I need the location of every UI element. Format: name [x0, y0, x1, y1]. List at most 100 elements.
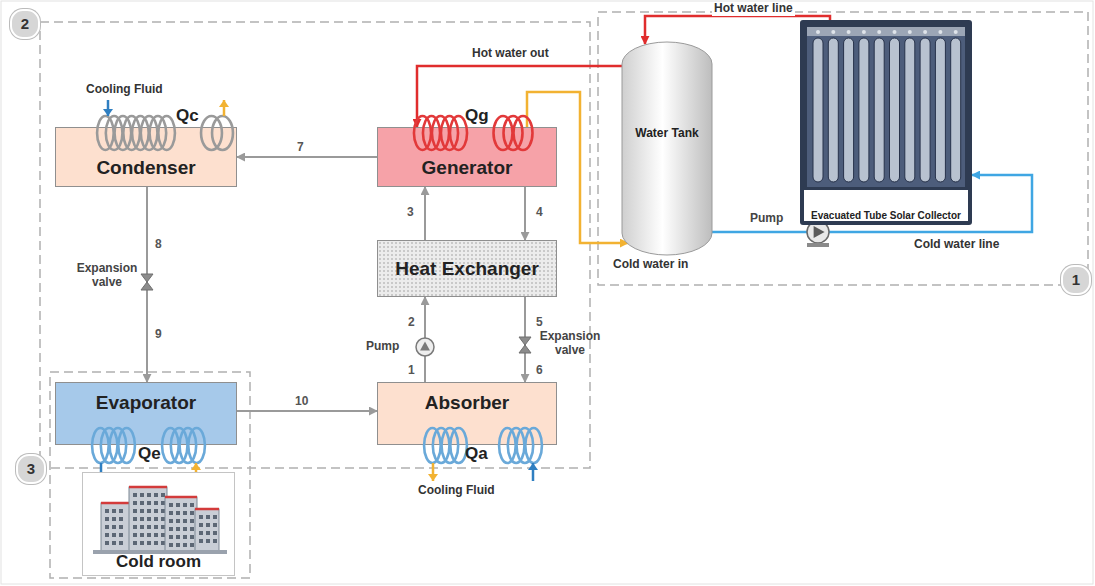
vacuum-tube — [874, 38, 884, 182]
window — [190, 503, 194, 507]
pump-triangle — [814, 226, 825, 238]
cold-room: Cold room — [82, 472, 235, 576]
window — [140, 525, 144, 529]
heat-exchanger-box: Heat Exchanger — [377, 240, 557, 297]
state-point-number: 6 — [536, 364, 543, 378]
pump-label: Pump — [366, 340, 399, 354]
node-illustration — [622, 42, 712, 255]
vacuum-tube — [859, 38, 869, 182]
region-number: 1 — [1061, 265, 1091, 295]
node-title: Absorber — [425, 392, 509, 414]
window — [147, 493, 151, 497]
coil-winding — [450, 428, 467, 463]
window — [105, 517, 109, 521]
tube-joint — [831, 30, 835, 34]
region-frame — [598, 12, 1088, 285]
state-point-number: 7 — [295, 141, 306, 155]
tube-joint — [938, 30, 942, 34]
window — [176, 543, 180, 547]
window — [190, 527, 194, 531]
window — [105, 509, 109, 513]
window — [169, 535, 173, 539]
valve-label: Expansion valve — [74, 262, 140, 290]
window — [206, 523, 210, 527]
window — [161, 525, 165, 529]
window — [154, 541, 158, 545]
node-title: Cold room — [116, 552, 201, 572]
window — [133, 541, 137, 545]
window — [119, 525, 123, 529]
window — [140, 493, 144, 497]
tube-joint — [954, 30, 958, 34]
fluid-arrowhead — [428, 474, 438, 481]
window — [161, 501, 165, 505]
window — [161, 509, 165, 513]
condenser-box: Condenser — [55, 127, 237, 187]
roof-line — [195, 508, 219, 511]
line-label: Cold water in — [611, 258, 690, 272]
flow-line — [237, 156, 377, 158]
window — [169, 511, 173, 515]
window — [133, 509, 137, 513]
coil-winding — [118, 428, 135, 463]
window — [206, 515, 210, 519]
water-tank: Water Tank — [622, 42, 712, 255]
node-title: Water Tank — [635, 126, 698, 140]
flow-line — [524, 187, 526, 240]
fluid-label: Cooling Fluid — [86, 83, 163, 97]
building-block — [195, 509, 219, 551]
flow-line — [424, 187, 426, 240]
node-title: Generator — [422, 157, 513, 179]
window — [176, 535, 180, 539]
line-label: Hot water out — [470, 47, 551, 61]
window — [176, 519, 180, 523]
vacuum-tube — [920, 38, 930, 182]
window — [183, 519, 187, 523]
window — [213, 531, 217, 535]
window — [169, 503, 173, 507]
fluid-arrowhead — [219, 100, 229, 107]
solar-collector: Evacuated Tube Solar Collector — [800, 20, 972, 225]
window — [147, 533, 151, 537]
window — [176, 527, 180, 531]
expansion-valve-symbol — [519, 337, 531, 353]
vacuum-tube — [844, 38, 854, 182]
node-title: Heat Exchanger — [395, 258, 539, 280]
heat-flow-label: Qc — [176, 106, 199, 126]
heat-flow-label: Qg — [465, 106, 489, 126]
window — [119, 541, 123, 545]
state-point-number: 5 — [536, 316, 543, 330]
window — [105, 541, 109, 545]
window — [154, 525, 158, 529]
window — [133, 501, 137, 505]
region-frame — [50, 372, 250, 578]
window — [119, 533, 123, 537]
heat-flow-label: Qe — [138, 444, 161, 464]
tank-shell — [622, 42, 712, 255]
node-title: Evaporator — [96, 392, 196, 414]
vacuum-tube — [905, 38, 915, 182]
window — [147, 509, 151, 513]
roof-line — [129, 486, 167, 489]
vacuum-tube — [935, 38, 945, 182]
flow-line — [237, 410, 377, 412]
collector-nameplate — [804, 190, 968, 221]
window — [133, 533, 137, 537]
window — [169, 519, 173, 523]
window — [176, 503, 180, 507]
fluid-arrowhead — [103, 109, 113, 116]
building-block — [101, 503, 131, 551]
window — [161, 517, 165, 521]
window — [140, 541, 144, 545]
vacuum-tube — [951, 38, 961, 182]
window — [147, 517, 151, 521]
window — [213, 515, 217, 519]
tube-joint — [877, 30, 881, 34]
window — [161, 541, 165, 545]
window — [183, 503, 187, 507]
region-number: 3 — [16, 454, 46, 484]
window — [112, 533, 116, 537]
vacuum-tube — [813, 38, 823, 182]
state-point-number: 8 — [155, 238, 162, 252]
